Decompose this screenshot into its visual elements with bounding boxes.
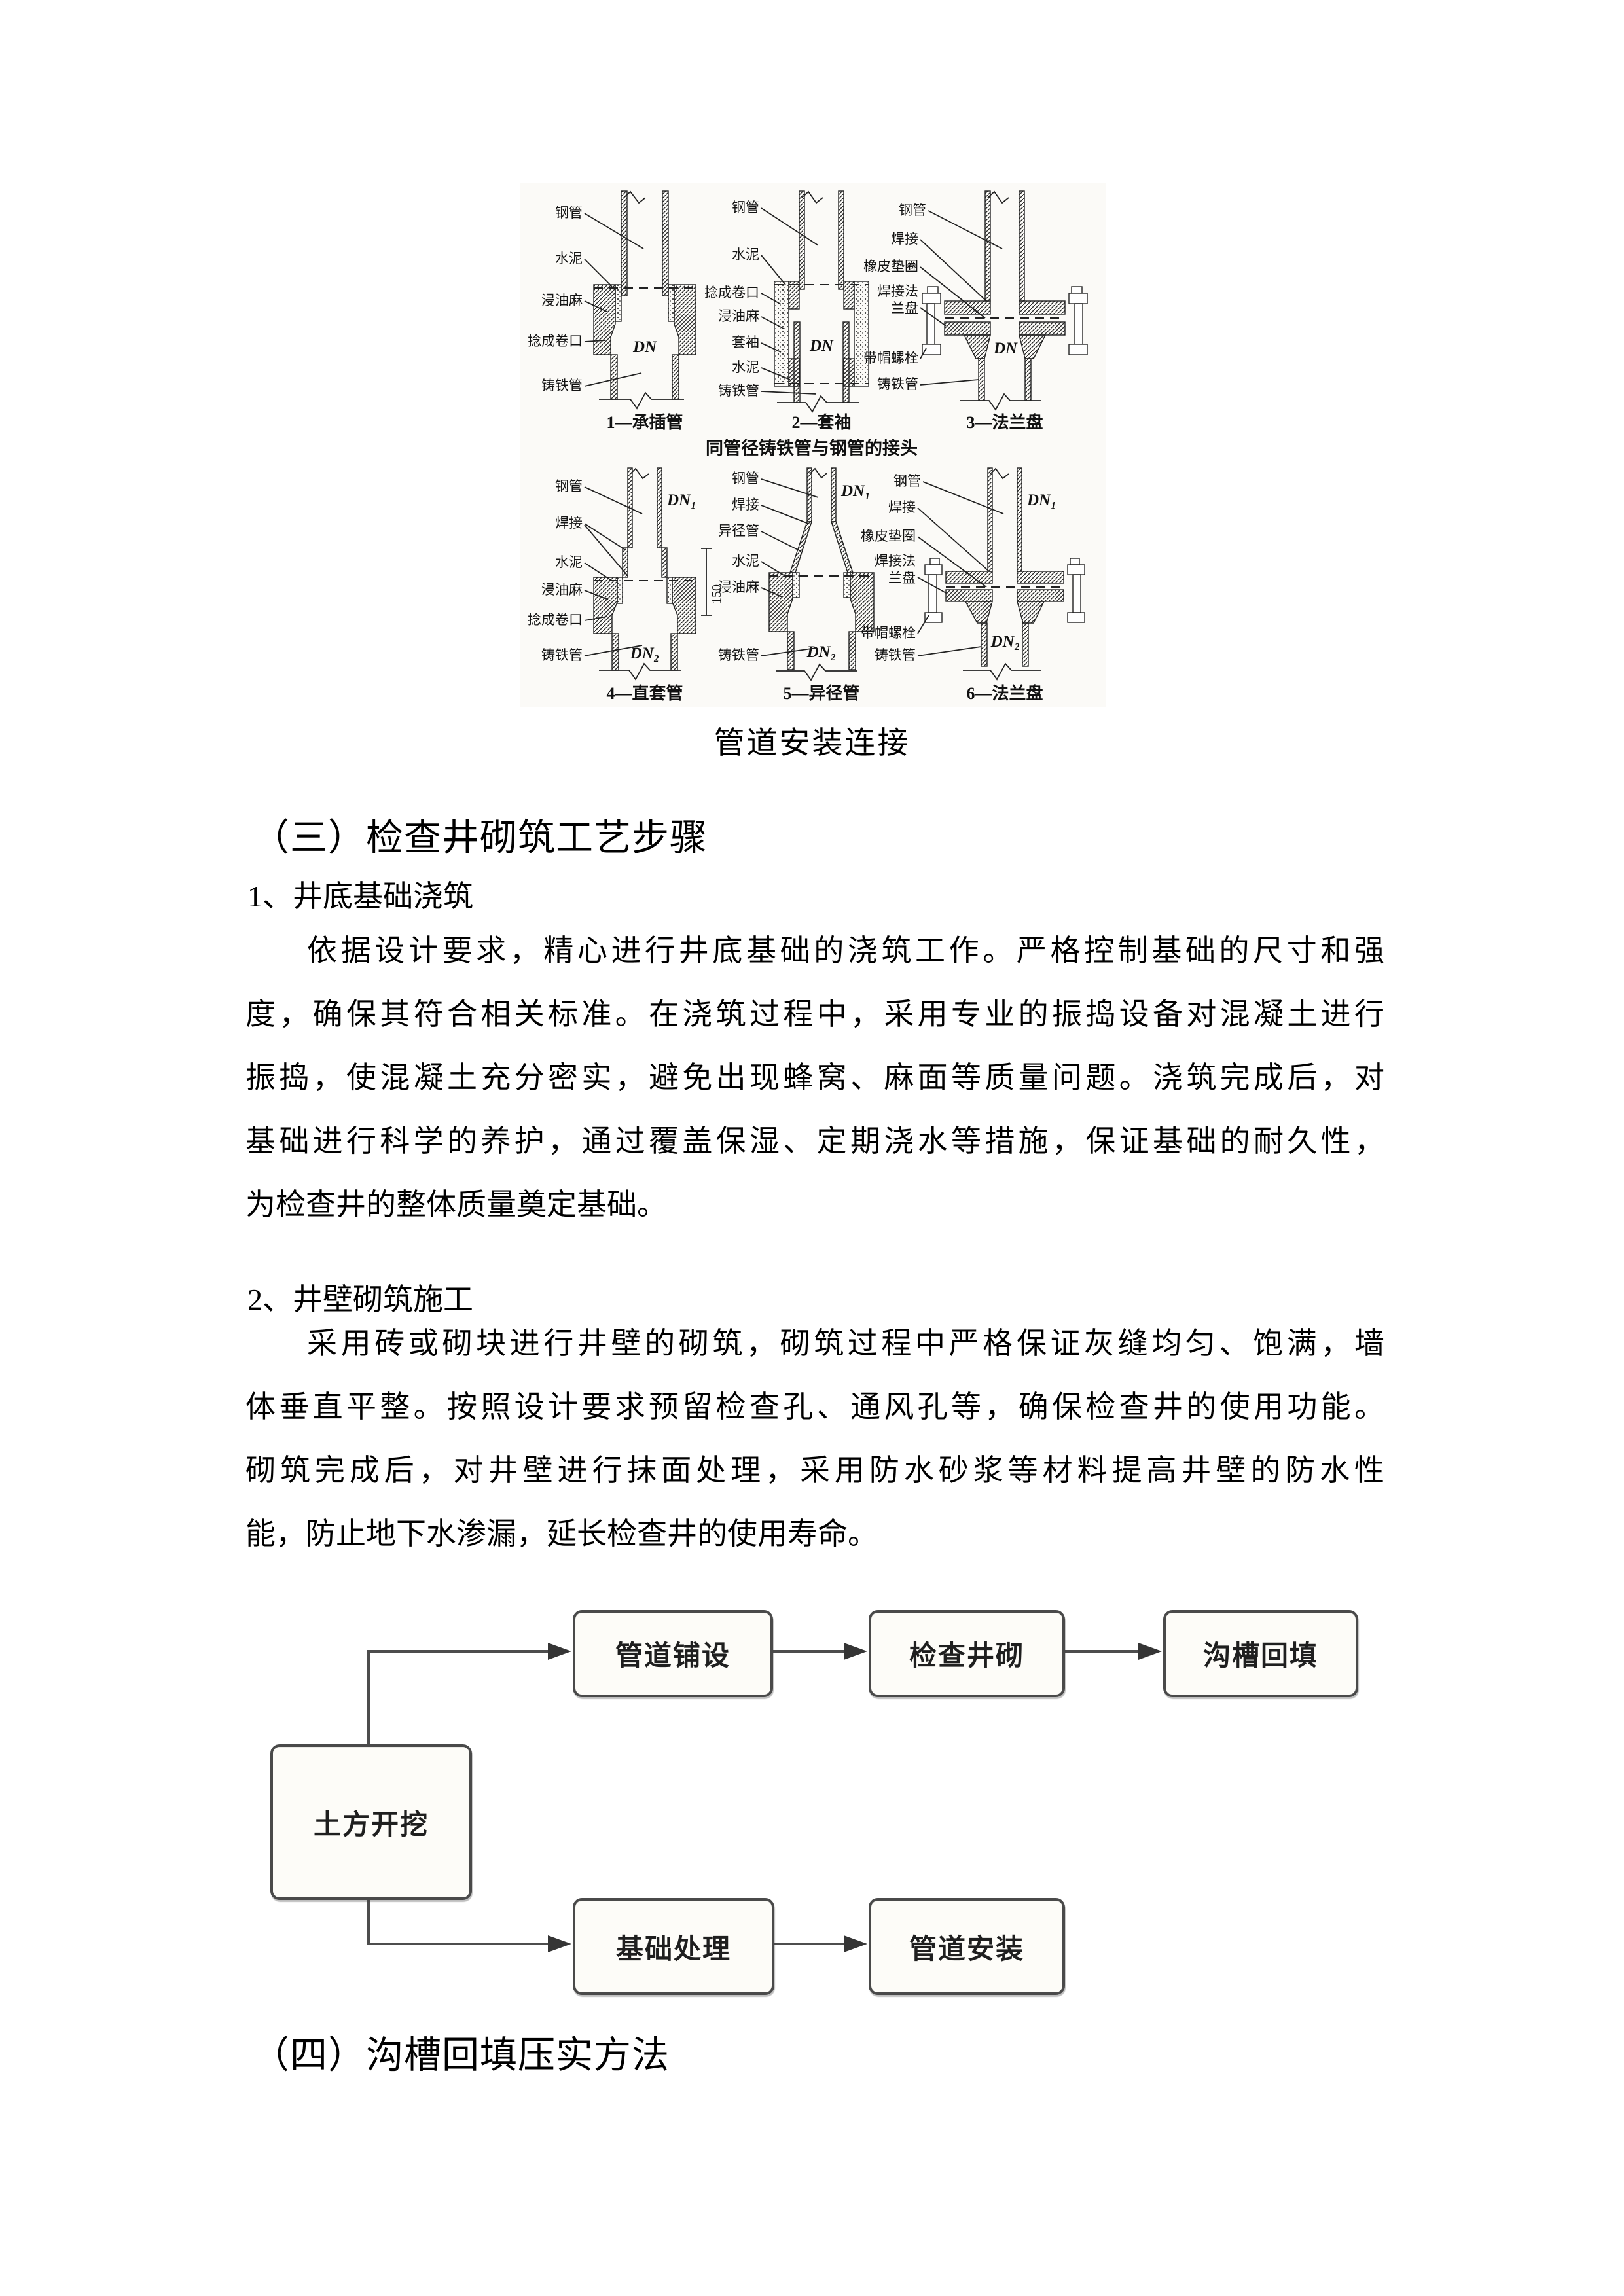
label-steel-pipe: 钢管 [555, 205, 583, 221]
label-cast-iron-pipe: 铸铁管 [541, 378, 583, 393]
label-weld: 焊接 [555, 515, 583, 531]
dn1-label: DN₁ [840, 482, 871, 500]
figure-scan-background [520, 183, 1106, 707]
label-reducer: 异径管 [718, 523, 759, 539]
figure-caption: 管道安装连接 [713, 726, 911, 761]
flow-box-manhole-masonry: 检查井砌 [869, 1610, 1065, 1697]
paragraph-2: 采用砖或砌块进行井壁的砌筑，砌筑过程中严格保证灰缝均匀、饱满，墙 体垂直平整。按… [245, 1312, 1384, 1566]
paragraph-line: 振捣，使混凝土充分密实，避免出现蜂窝、麻面等质量问题。浇筑完成后，对 [245, 1061, 1384, 1094]
arrowhead [844, 1643, 867, 1660]
label-cast-iron-pipe: 铸铁管 [877, 376, 918, 392]
label-cement: 水泥 [732, 359, 759, 375]
label-welded-flange-1: 焊接法 [877, 283, 918, 299]
paragraph-line: 砌筑完成后，对井壁进行抹面处理，采用防水砂浆等材料提高井壁的防水性 [245, 1454, 1384, 1487]
section-heading-3: （三）检查井砌筑工艺步骤 [252, 817, 708, 859]
caption-socket-joint: 1—承插管 [606, 413, 683, 432]
label-caulked-socket: 捻成卷口 [528, 333, 583, 349]
flow-box-foundation-treatment: 基础处理 [573, 1898, 774, 1995]
label-cast-iron-pipe: 铸铁管 [875, 647, 916, 663]
label-steel-pipe: 钢管 [893, 473, 921, 489]
label-steel-pipe: 钢管 [732, 471, 759, 486]
diagram-reducer-joint: DN₁ DN₂ 钢管 焊接 异径管 水泥 浸油麻 [718, 467, 875, 703]
label-capped-bolt: 带帽螺栓 [863, 350, 918, 366]
label-capped-bolt: 带帽螺栓 [861, 625, 916, 641]
arrowhead [844, 1935, 867, 1952]
section-heading-4: （四）沟槽回填压实方法 [252, 2035, 670, 2076]
dimension-150: 150 [710, 584, 724, 604]
label-cement: 水泥 [732, 247, 759, 262]
label-welded-flange-2: 兰盘 [891, 300, 918, 316]
diagram-flange-joint-reducing: DN₁ DN₂ 钢管 [861, 467, 1085, 703]
flow-box-pipe-laying: 管道铺设 [573, 1610, 773, 1697]
label-weld: 焊接 [888, 499, 916, 515]
label-sleeve: 套袖 [732, 334, 759, 350]
diagram-sleeve-joint: DN 钢管 水泥 捻成卷口 浸油麻 套袖 水泥 铸铁管 2—套袖 [704, 190, 869, 432]
label-caulked-socket: 捻成卷口 [528, 612, 583, 628]
label-welded-flange-2: 兰盘 [888, 570, 916, 586]
label-caulked-socket: 捻成卷口 [704, 285, 759, 300]
label-oakum: 浸油麻 [541, 293, 583, 308]
dn2-label: DN₂ [630, 645, 660, 662]
label-steel-pipe: 钢管 [732, 200, 759, 215]
label-rubber-gasket: 橡皮垫圈 [863, 259, 918, 274]
label-oakum: 浸油麻 [541, 582, 583, 598]
paragraph-line: 能，防止地下水渗漏，延长检查井的使用寿命。 [245, 1517, 878, 1551]
label-oakum: 浸油麻 [718, 579, 759, 595]
dn-label: DN [993, 340, 1018, 357]
label-welded-flange-1: 焊接法 [875, 553, 916, 569]
paragraph-line: 度，确保其符合相关标准。在浇筑过程中，采用专业的振捣设备对混凝土进行 [245, 997, 1384, 1031]
caption-sleeve-joint: 2—套袖 [791, 412, 851, 432]
diagram-socket-joint: DN 钢管 水泥 浸油麻 捻成卷口 铸铁管 1—承插管 [528, 190, 696, 432]
dn1-label: DN₁ [1026, 492, 1056, 509]
pipe-joint-figure: DN 钢管 水泥 浸油麻 捻成卷口 铸铁管 1—承插管 [520, 183, 1106, 707]
flow-box-excavation: 土方开挖 [270, 1744, 472, 1900]
dn2-label: DN₂ [806, 643, 837, 661]
label-cement: 水泥 [555, 554, 583, 570]
label-cast-iron-pipe: 铸铁管 [718, 647, 759, 663]
caption-reducer-joint: 5—异径管 [783, 684, 859, 703]
label-rubber-gasket: 橡皮垫圈 [861, 528, 916, 544]
arrowhead [1138, 1643, 1162, 1660]
paragraph-line: 依据设计要求，精心进行井底基础的浇筑工作。严格控制基础的尺寸和强 [307, 934, 1384, 967]
dn1-label: DN₁ [666, 492, 696, 509]
caption-flange-joint: 3—法兰盘 [966, 412, 1043, 432]
arrowhead [548, 1643, 571, 1660]
dn-label: DN [632, 338, 657, 356]
label-weld: 焊接 [732, 497, 759, 512]
label-cement: 水泥 [732, 553, 759, 569]
caption-straight-sleeve: 4—直套管 [606, 684, 683, 703]
label-steel-pipe: 钢管 [555, 478, 583, 494]
flow-box-trench-backfill: 沟槽回填 [1163, 1610, 1358, 1697]
paragraph-line: 基础进行科学的养护，通过覆盖保湿、定期浇水等措施，保证基础的耐久性， [245, 1124, 1384, 1158]
label-cast-iron-pipe: 铸铁管 [541, 647, 583, 663]
dn-label: DN [809, 337, 834, 355]
label-weld: 焊接 [891, 231, 918, 247]
paragraph-line: 采用砖或砌块进行井壁的砌筑，砌筑过程中严格保证灰缝均匀、饱满，墙 [307, 1327, 1384, 1360]
label-cast-iron-pipe: 铸铁管 [718, 383, 759, 399]
dn2-label: DN₂ [990, 633, 1020, 651]
arrowhead [548, 1935, 571, 1952]
flowchart-connectors [367, 1643, 1162, 1952]
diagram-straight-sleeve: DN₁ DN₂ 150 钢管 焊接 水泥 [528, 467, 724, 703]
subheading-2: 2、井壁砌筑施工 [247, 1283, 473, 1316]
paragraph-1: 依据设计要求，精心进行井底基础的浇筑工作。严格控制基础的尺寸和强 度，确保其符合… [245, 919, 1384, 1236]
label-steel-pipe: 钢管 [899, 202, 926, 218]
flow-box-pipe-installation: 管道安装 [869, 1898, 1065, 1995]
caption-flange-joint-reducing: 6—法兰盘 [966, 683, 1043, 703]
construction-process-flowchart: 土方开挖 管道铺设 检查井砌 沟槽回填 基础处理 管道安装 [262, 1597, 1368, 2003]
label-cement: 水泥 [555, 251, 583, 266]
figure-group-title: 同管径铸铁管与钢管的接头 [706, 438, 918, 458]
label-oakum: 浸油麻 [718, 308, 759, 324]
paragraph-line: 体垂直平整。按照设计要求预留检查孔、通风孔等，确保检查井的使用功能。 [245, 1390, 1384, 1424]
subheading-1: 1、井底基础浇筑 [247, 880, 473, 913]
paragraph-line: 为检查井的整体质量奠定基础。 [245, 1188, 667, 1221]
diagram-flange-joint: DN 钢管 焊接 橡皮垫圈 焊接法 兰盘 带帽螺栓 铸铁管 3—法兰盘 [863, 190, 1088, 432]
